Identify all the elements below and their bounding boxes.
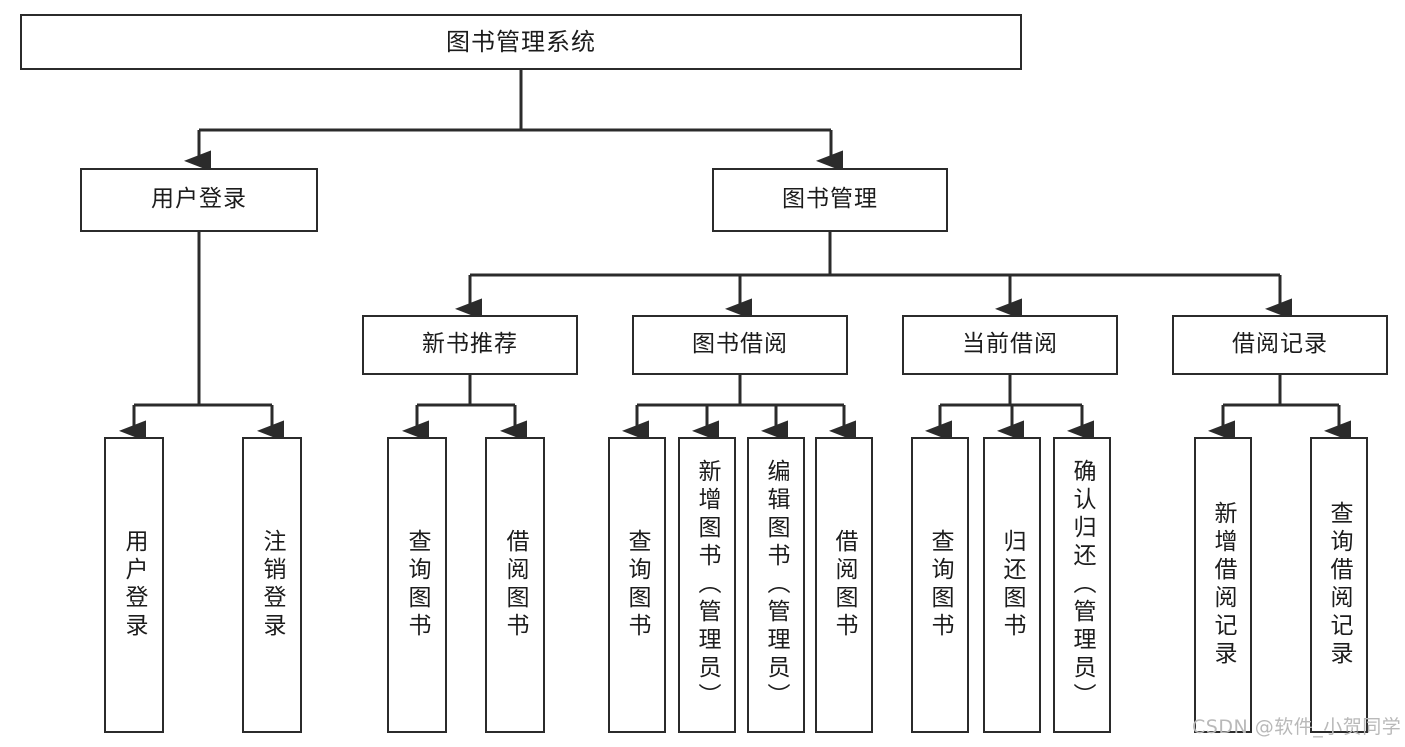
leaf-logout-login[interactable]: 注销登录 — [242, 437, 302, 733]
node-book-manage[interactable]: 图书管理 — [712, 168, 948, 232]
leaf-borrow-book-2[interactable]: 借阅图书 — [815, 437, 873, 733]
leaf-query-book-3[interactable]: 查询图书 — [911, 437, 969, 733]
leaf-add-book-admin[interactable]: 新增图书（管理员） — [678, 437, 736, 733]
leaf-query-borrow-record[interactable]: 查询借阅记录 — [1310, 437, 1368, 733]
leaf-user-login[interactable]: 用户登录 — [104, 437, 164, 733]
leaf-query-book-1[interactable]: 查询图书 — [387, 437, 447, 733]
leaf-add-borrow-record[interactable]: 新增借阅记录 — [1194, 437, 1252, 733]
leaf-edit-book-admin[interactable]: 编辑图书（管理员） — [747, 437, 805, 733]
leaf-borrow-book-1[interactable]: 借阅图书 — [485, 437, 545, 733]
node-current-borrow[interactable]: 当前借阅 — [902, 315, 1118, 375]
leaf-confirm-return-admin[interactable]: 确认归还（管理员） — [1053, 437, 1111, 733]
node-book-borrow[interactable]: 图书借阅 — [632, 315, 848, 375]
node-user-login[interactable]: 用户登录 — [80, 168, 318, 232]
node-root[interactable]: 图书管理系统 — [20, 14, 1022, 70]
leaf-query-book-2[interactable]: 查询图书 — [608, 437, 666, 733]
leaf-return-book[interactable]: 归还图书 — [983, 437, 1041, 733]
csdn-watermark: CSDN @软件_小贺同学 — [1192, 716, 1402, 738]
node-borrow-record[interactable]: 借阅记录 — [1172, 315, 1388, 375]
node-new-book-rec[interactable]: 新书推荐 — [362, 315, 578, 375]
